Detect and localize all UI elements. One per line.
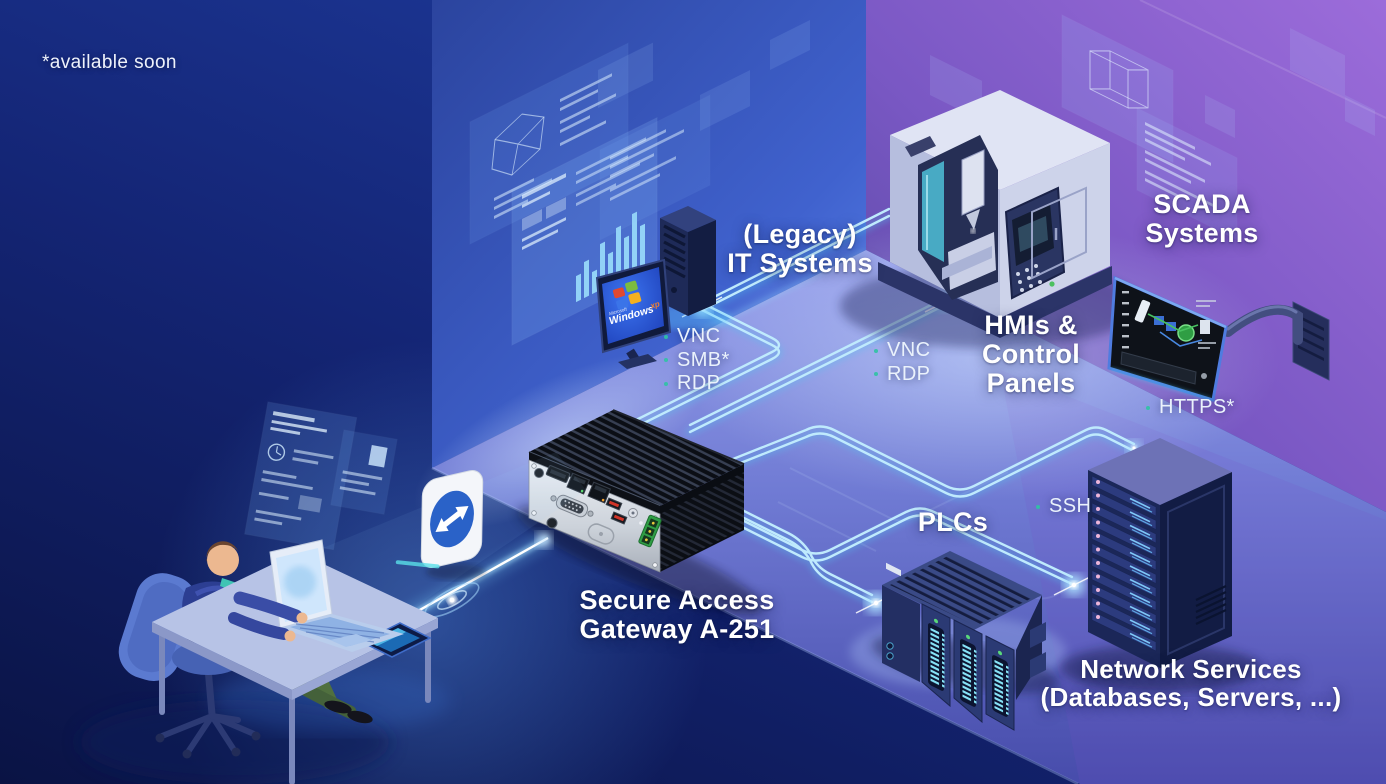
svg-text:Microsoft: Microsoft [608, 306, 628, 316]
bullet-icon [664, 334, 668, 339]
teamviewer-arrows-icon [435, 506, 469, 532]
serial-db9-port [550, 494, 594, 518]
protocol-label: VNC [677, 325, 721, 347]
windows-xp-monitor: Microsoft Windows xp [595, 258, 672, 369]
bullet-icon [874, 372, 878, 377]
label-line: PLCs [917, 507, 989, 537]
bullet-icon [1036, 504, 1040, 509]
bullet-icon [874, 348, 878, 353]
operator-arms [228, 591, 308, 642]
protocol-row: SMB* [664, 349, 730, 373]
protocol-label: SMB* [677, 348, 730, 371]
label-line: Control [981, 339, 1081, 369]
label-network-services: Network Services (Databases, Servers, ..… [1041, 655, 1342, 711]
protocol-row: SSH [1036, 495, 1091, 519]
cnc-machine [840, 90, 1140, 348]
protocol-row: RDP [874, 363, 930, 387]
bullet-icon [664, 358, 668, 363]
bullet-icon [664, 381, 668, 386]
gateway-front-ports [531, 463, 662, 568]
protocol-list-legacy-it: VNC SMB* RDP [664, 325, 730, 396]
terminal-block [638, 514, 662, 548]
bullet-icon [1146, 405, 1150, 410]
scada-panel [1107, 275, 1330, 402]
label-line: Systems [1145, 218, 1259, 248]
ethernet-port-2 [587, 481, 612, 504]
protocol-label: RDP [887, 362, 931, 385]
label-line: (Databases, Servers, ...) [1040, 682, 1342, 712]
gateway-device [517, 409, 763, 615]
label-line: (Legacy) [743, 219, 857, 249]
protocol-list-scada: HTTPS* [1146, 396, 1235, 420]
ethernet-port-1 [566, 472, 591, 495]
available-soon-note: *available soon [42, 52, 177, 73]
label-line: Panels [986, 368, 1076, 398]
holo-panels-right-wall [930, 14, 1375, 241]
protocol-row: VNC [664, 325, 730, 349]
displayport [545, 465, 571, 483]
holo-dashboard-panels [244, 401, 440, 569]
usb-port-2 [610, 511, 628, 525]
scada-screen-content [1120, 291, 1216, 385]
svg-text:xp: xp [648, 299, 661, 311]
protocol-row: HTTPS* [1146, 396, 1235, 420]
holo-panels-left-wall [469, 20, 810, 346]
label-gateway: Secure Access Gateway A-251 [579, 586, 774, 644]
label-line: Gateway A-251 [579, 614, 775, 644]
protocol-row: VNC [874, 339, 930, 363]
usb-port-1 [605, 497, 623, 511]
legacy-server-tower [648, 206, 732, 330]
laptop [269, 539, 404, 652]
label-line: IT Systems [727, 248, 873, 278]
label-line: HMIs & [984, 310, 1078, 340]
protocol-label: HTTPS* [1159, 396, 1235, 418]
windows-xp-logo [612, 280, 642, 310]
protocol-list-hmi: VNC RDP [874, 339, 930, 386]
protocol-list-network: SSH [1036, 495, 1091, 519]
label-plcs: PLCs [918, 508, 988, 537]
plc-modules [850, 551, 1066, 731]
protocol-label: SSH [1049, 495, 1092, 517]
label-legacy-it-systems: (Legacy) IT Systems [727, 220, 873, 278]
label-line: SCADA [1153, 189, 1251, 219]
plc-io-modules [921, 595, 1046, 731]
server-rack [1060, 438, 1260, 692]
label-line: Network Services [1080, 654, 1302, 684]
operator-desk-scene [80, 401, 450, 784]
protocol-label: RDP [677, 372, 721, 394]
protocol-label: VNC [887, 339, 931, 361]
label-hmis-control-panels: HMIs & Control Panels [982, 311, 1080, 398]
label-scada-systems: SCADA Systems [1145, 190, 1258, 248]
label-line: Secure Access [579, 585, 775, 615]
protocol-row: RDP [664, 372, 730, 396]
teamviewer-logo [420, 469, 486, 580]
beam-flare [424, 582, 480, 618]
